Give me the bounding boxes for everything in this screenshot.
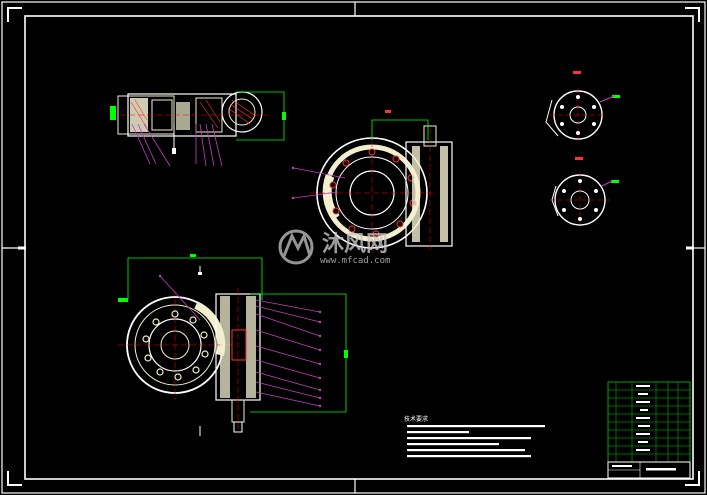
watermark-brand: 沐风网 [322, 232, 388, 257]
technical-notes: 技术要求 [404, 415, 545, 458]
bottom-assembly-view [118, 254, 348, 436]
watermark: 沐风网 www.mfcad.com [278, 229, 390, 266]
mfcad-logo-icon [278, 229, 314, 265]
parts-list-table [607, 381, 691, 479]
technical-notes-title: 技术要求 [404, 415, 428, 423]
top-left-section-view [110, 91, 286, 167]
center-flange-view [291, 110, 453, 252]
right-small-flange-views [545, 71, 620, 228]
watermark-url: www.mfcad.com [320, 256, 390, 266]
